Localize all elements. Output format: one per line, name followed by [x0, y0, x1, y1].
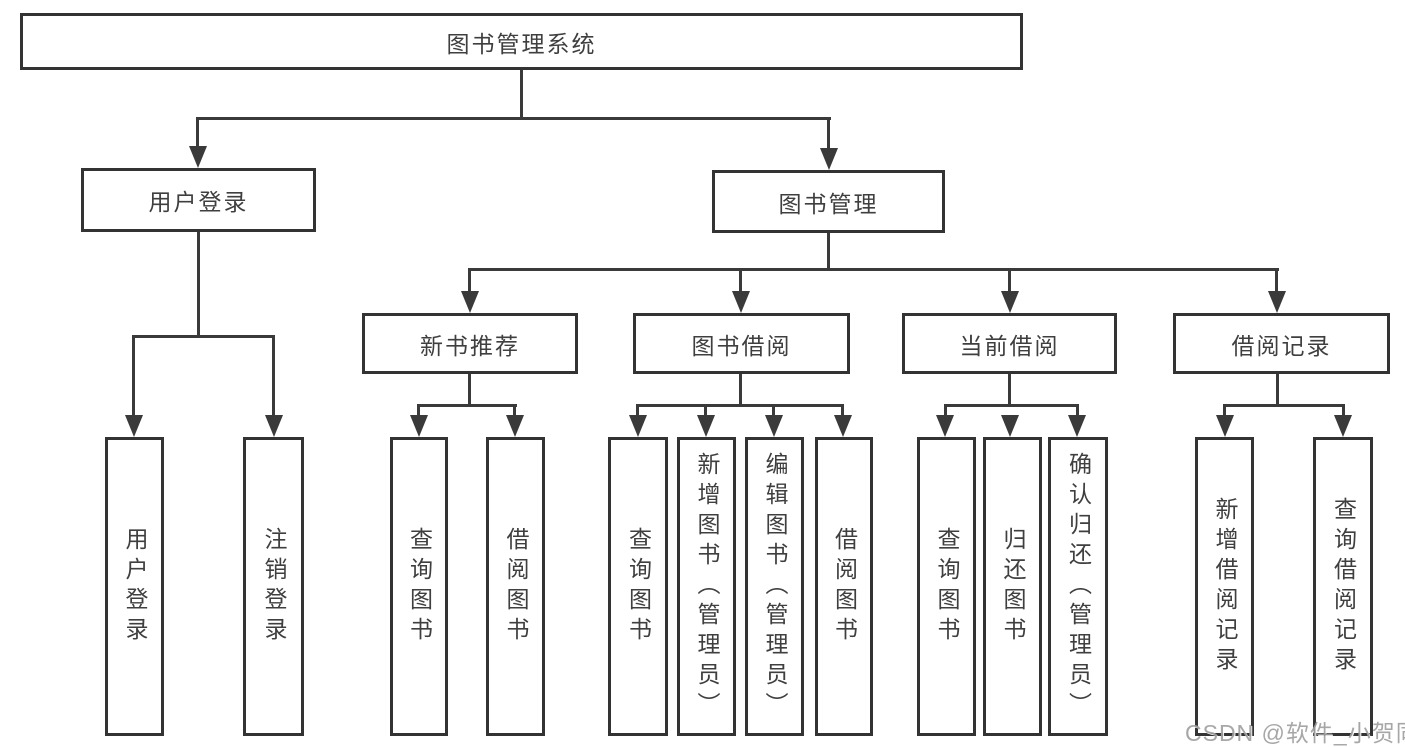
connector-line [1076, 404, 1079, 416]
connector-line [636, 404, 639, 416]
leaf-query-books-recommend: 查询图书 [390, 437, 448, 736]
connector-line [272, 335, 275, 417]
leaf-add-books-admin: 新增图书（管理员） [677, 437, 736, 736]
leaf-query-books-borrowing: 查询图书 [608, 437, 668, 736]
node-new-book-recommendation: 新书推荐 [362, 313, 578, 374]
connector-line [417, 404, 517, 407]
arrowhead-icon [1334, 415, 1352, 437]
node-label: 图书管理系统 [446, 30, 597, 57]
arrowhead-icon [1001, 291, 1019, 313]
connector-line [132, 335, 275, 338]
leaf-label: 查询图书 [406, 526, 433, 647]
leaf-label: 归还图书 [1000, 526, 1026, 647]
leaf-label: 注销登录 [261, 526, 287, 647]
connector-line [944, 404, 1079, 407]
leaf-label: 编辑图书（管理员） [762, 451, 788, 722]
leaf-query-borrow-record: 查询借阅记录 [1313, 437, 1373, 736]
connector-line [739, 268, 742, 293]
arrowhead-icon [1268, 291, 1286, 313]
connector-line [704, 404, 707, 416]
arrowhead-icon [1068, 415, 1086, 437]
arrowhead-icon [697, 415, 715, 437]
leaf-add-borrow-record: 新增借阅记录 [1195, 437, 1254, 736]
leaf-confirm-return-admin: 确认归还（管理员） [1048, 437, 1108, 736]
leaf-label: 借阅图书 [503, 526, 529, 647]
connector-line [468, 268, 1279, 271]
connector-line [417, 404, 420, 416]
node-library-management-system: 图书管理系统 [20, 13, 1023, 70]
arrowhead-icon [765, 415, 783, 437]
connector-line [196, 117, 831, 120]
connector-line [841, 404, 844, 416]
connector-line [1275, 268, 1278, 293]
arrowhead-icon [1216, 415, 1234, 437]
connector-line [739, 374, 742, 407]
connector-line [1276, 374, 1279, 407]
arrowhead-icon [461, 291, 479, 313]
leaf-label: 用户登录 [122, 526, 148, 647]
arrowhead-icon [265, 415, 283, 437]
leaf-user-login: 用户登录 [105, 437, 164, 736]
arrowhead-icon [820, 148, 838, 170]
arrowhead-icon [732, 291, 750, 313]
connector-line [197, 232, 200, 338]
arrowhead-icon [834, 415, 852, 437]
connector-line [468, 268, 471, 293]
connector-line [1342, 404, 1345, 416]
leaf-borrow-books-recommend: 借阅图书 [486, 437, 545, 736]
leaf-borrow-books: 借阅图书 [815, 437, 873, 736]
connector-line [636, 404, 844, 407]
node-current-borrowing: 当前借阅 [902, 313, 1117, 374]
connector-line [1008, 268, 1011, 293]
connector-line [1223, 404, 1226, 416]
leaf-label: 新增借阅记录 [1212, 496, 1238, 677]
connector-line [944, 404, 947, 416]
arrowhead-icon [410, 415, 428, 437]
node-label: 图书借阅 [691, 332, 792, 359]
connector-line [772, 404, 775, 416]
connector-line [132, 335, 135, 417]
node-book-management: 图书管理 [712, 170, 945, 233]
node-book-borrowing: 图书借阅 [633, 313, 850, 374]
connector-line [827, 233, 830, 271]
leaf-label: 查询图书 [625, 526, 652, 647]
leaf-label: 确认归还（管理员） [1065, 451, 1092, 722]
node-label: 用户登录 [148, 189, 249, 215]
leaf-label: 借阅图书 [831, 526, 858, 647]
connector-line [1223, 404, 1345, 407]
connector-line [513, 404, 516, 416]
node-label: 借阅记录 [1231, 332, 1332, 359]
connector-line [196, 117, 199, 148]
node-user-login: 用户登录 [81, 168, 316, 232]
leaf-edit-books-admin: 编辑图书（管理员） [745, 437, 804, 736]
arrowhead-icon [1001, 415, 1019, 437]
leaf-return-books: 归还图书 [983, 437, 1042, 736]
leaf-label: 查询图书 [934, 526, 960, 647]
connector-line [468, 374, 471, 407]
connector-line [827, 117, 830, 150]
connector-line [520, 70, 523, 120]
leaf-query-books-current: 查询图书 [917, 437, 976, 736]
csdn-watermark: CSDN @软件_小贺同学 [1185, 720, 1405, 746]
node-label: 图书管理 [778, 190, 879, 217]
arrowhead-icon [125, 415, 143, 437]
leaf-label: 新增图书（管理员） [694, 451, 720, 722]
node-label: 当前借阅 [959, 332, 1060, 359]
node-borrowing-records: 借阅记录 [1173, 313, 1390, 374]
arrowhead-icon [506, 415, 524, 437]
leaf-logout: 注销登录 [243, 437, 304, 736]
connector-line [1008, 374, 1011, 407]
arrowhead-icon [936, 415, 954, 437]
arrowhead-icon [189, 146, 207, 168]
node-label: 新书推荐 [420, 332, 520, 359]
leaf-label: 查询借阅记录 [1330, 496, 1357, 677]
arrowhead-icon [629, 415, 647, 437]
